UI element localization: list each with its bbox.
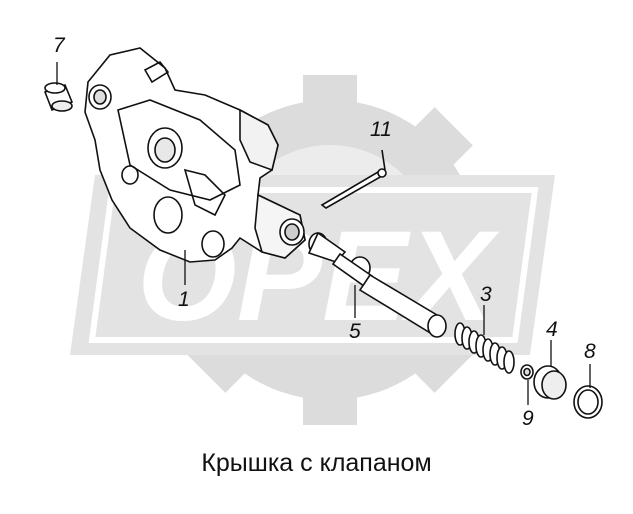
part-3-spring [454, 322, 515, 374]
callout-3: 3 [480, 283, 492, 306]
part-1-housing [84, 47, 306, 263]
part-11-cotter-pin [320, 149, 387, 209]
callout-4: 4 [546, 318, 558, 341]
part-8-o-ring [573, 385, 603, 419]
leader-lines [56, 62, 591, 405]
part-9-washer [520, 364, 534, 380]
callout-11: 11 [370, 118, 392, 141]
callout-1: 1 [178, 288, 190, 311]
part-7-plug [43, 82, 74, 112]
diagram-caption: Крышка с клапаном [201, 449, 432, 477]
part-4-plug [533, 365, 567, 400]
part-5-valve [307, 231, 447, 338]
callout-7: 7 [53, 34, 66, 57]
callout-9: 9 [522, 407, 534, 430]
callout-8: 8 [584, 340, 596, 363]
callout-5: 5 [349, 320, 361, 343]
